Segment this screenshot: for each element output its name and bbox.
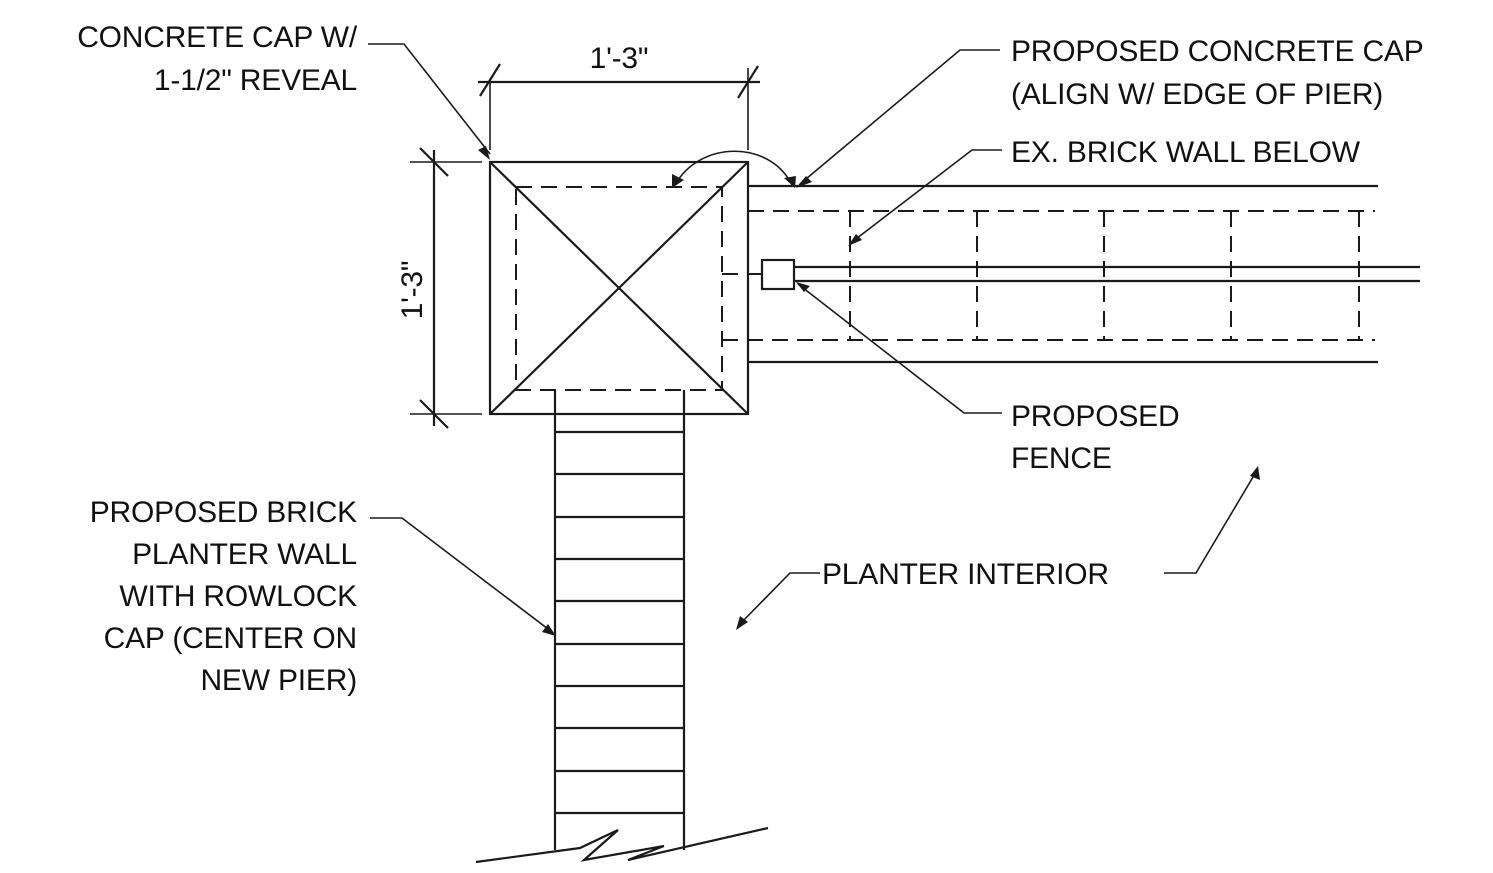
callout-concrete-cap-line-1: CONCRETE CAP W/	[77, 21, 358, 54]
leader-proposed-cap	[796, 49, 1000, 188]
callout-planter-interior: PLANTER INTERIOR	[822, 558, 1109, 591]
callout-planter-wall-line-1: PROPOSED BRICK	[90, 496, 357, 529]
callout-concrete-cap-line-2: 1-1/2" REVEAL	[154, 64, 357, 97]
callout-planter-wall-line-3: WITH ROWLOCK	[119, 580, 357, 613]
callout-fence-line-2: FENCE	[1011, 442, 1112, 475]
callout-planter-wall-line-5: NEW PIER)	[200, 664, 357, 697]
leader-planter-wall	[370, 517, 556, 636]
alignment-arc	[672, 150, 796, 188]
vertical-dimension	[410, 147, 482, 429]
callout-fence: PROPOSED FENCE	[1011, 400, 1180, 475]
callout-proposed-cap: PROPOSED CONCRETE CAP (ALIGN W/ EDGE OF …	[1011, 35, 1424, 111]
callout-proposed-cap-line-1: PROPOSED CONCRETE CAP	[1011, 35, 1424, 68]
planter-wall	[475, 390, 769, 864]
callout-concrete-cap: CONCRETE CAP W/ 1-1/2" REVEAL	[77, 21, 358, 97]
callout-planter-wall-line-4: CAP (CENTER ON	[104, 622, 357, 655]
callout-planter-wall: PROPOSED BRICK PLANTER WALL WITH ROWLOCK…	[90, 496, 358, 697]
dimension-horizontal-label: 1'-3"	[590, 42, 649, 75]
leader-brick-wall	[848, 149, 1002, 246]
leader-fence	[796, 282, 1002, 414]
horizontal-dimension	[478, 63, 760, 150]
leader-planter-interior	[736, 466, 1260, 630]
pier-cap	[488, 160, 750, 416]
callout-fence-line-1: PROPOSED	[1011, 400, 1179, 433]
callout-brick-wall-line-1: EX. BRICK WALL BELOW	[1011, 136, 1361, 169]
callout-planter-interior-line-1: PLANTER INTERIOR	[822, 558, 1109, 591]
leader-concrete-cap	[368, 43, 491, 160]
callout-proposed-cap-line-2: (ALIGN W/ EDGE OF PIER)	[1011, 78, 1383, 111]
callout-brick-wall: EX. BRICK WALL BELOW	[1011, 136, 1361, 169]
callout-planter-wall-line-2: PLANTER WALL	[132, 538, 357, 571]
fence	[760, 258, 1420, 291]
dimension-vertical-label: 1'-3"	[396, 261, 429, 320]
existing-wall	[722, 184, 1378, 364]
